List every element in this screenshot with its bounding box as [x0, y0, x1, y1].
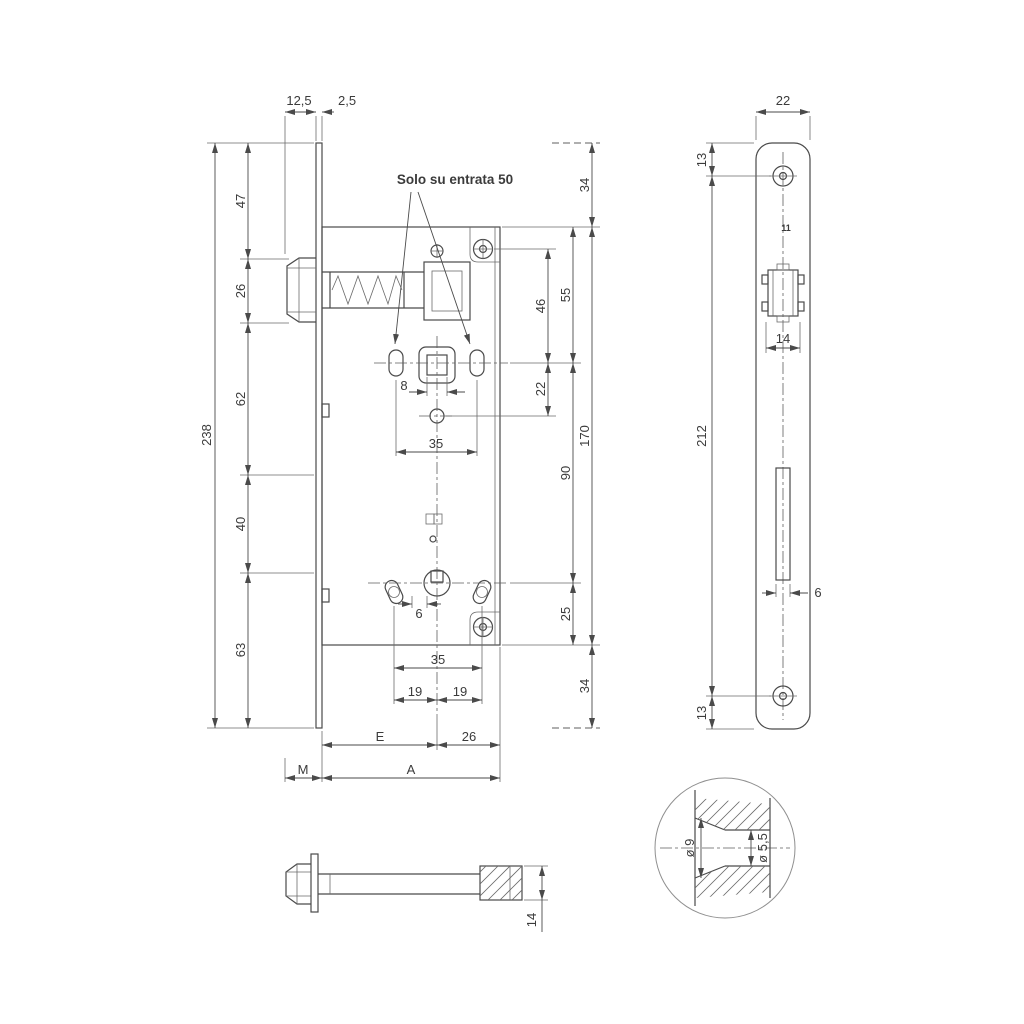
- dim-35-bottom-label: 35: [431, 652, 445, 667]
- dims-bottom: E 26 M A: [284, 647, 501, 782]
- dim-46-label: 46: [533, 299, 548, 313]
- mid-details: [425, 513, 443, 543]
- dims-left: 47 26 62 40 63 238: [199, 142, 314, 729]
- dim-6-strike-label: 6: [814, 585, 821, 600]
- dim-22-label: 22: [533, 382, 548, 396]
- dim-22-strike-label: 22: [776, 93, 790, 108]
- dim-238-label: 238: [199, 424, 214, 446]
- dim-25-label: 25: [558, 607, 573, 621]
- lock-body: [321, 226, 501, 646]
- latch-side-view: 14: [285, 853, 548, 932]
- dim-34-bottom-label: 34: [577, 679, 592, 693]
- dim-8-label: 8: [400, 378, 407, 393]
- latch-spring: [331, 274, 403, 306]
- dim-55-label: 55: [558, 288, 573, 302]
- latch-head-profile: [285, 863, 311, 905]
- latch-bolt-head: [286, 257, 316, 323]
- dim-2-5-label: 2,5: [338, 93, 356, 108]
- dim-14-side-label: 14: [524, 913, 539, 927]
- dims-inner: 8 35 6 35 19 19: [393, 377, 483, 704]
- hatch-upper: [695, 798, 770, 830]
- dim-13-top-label: 13: [694, 153, 709, 167]
- corner-tab-bottom: [469, 611, 500, 645]
- dim-d5-5-label: ø 5,5: [755, 833, 770, 863]
- dim-62-label: 62: [233, 392, 248, 406]
- dim-34-top-label: 34: [577, 178, 592, 192]
- lock-body-outline: [321, 226, 501, 646]
- latch-tail-bar: [318, 873, 480, 895]
- dim-47-label: 47: [233, 194, 248, 208]
- dim-19-right-label: 19: [453, 684, 467, 699]
- dim-26-bottom-label: 26: [462, 729, 476, 744]
- dim-6-label: 6: [415, 606, 422, 621]
- strike-plate-view: 11 14 6 22 13 212 13: [694, 93, 822, 730]
- dim-A-label: A: [407, 762, 416, 777]
- detail-bubble: [654, 777, 796, 919]
- strike-latch-opening: [761, 263, 805, 323]
- dim-90-label: 90: [558, 466, 573, 480]
- screw-slot-bottom-right: [472, 579, 492, 605]
- note-entrata-label: Solo su entrata 50: [397, 172, 513, 187]
- dim-212-label: 212: [694, 425, 709, 447]
- dim-26-left-label: 26: [233, 284, 248, 298]
- follower-block: [423, 261, 471, 321]
- leader-left: [393, 191, 412, 345]
- dims-top: 12,5 2,5: [284, 93, 356, 254]
- annotation-entrata: Solo su entrata 50: [393, 172, 513, 345]
- latch-block-hatch: [480, 866, 522, 900]
- leader-right: [417, 191, 471, 345]
- strike-plate-outline: [755, 142, 811, 730]
- cylinder-hole-area: [384, 569, 492, 605]
- faceplate-outline: [315, 142, 323, 729]
- latch-guide: [322, 271, 424, 309]
- hatch-lower: [695, 866, 770, 898]
- faceplate-tab-lower: [321, 588, 330, 603]
- dim-40-label: 40: [233, 517, 248, 531]
- strike-marking-label: 11: [781, 223, 791, 233]
- faceplate-tab-upper: [321, 403, 330, 418]
- dim-13-bottom-label: 13: [694, 706, 709, 720]
- latch-tail-block: [479, 865, 523, 901]
- dim-d9-label: ø 9: [682, 839, 697, 858]
- dim-M-label: M: [298, 762, 309, 777]
- latch-bolt-assembly: [286, 257, 471, 323]
- center-lines: [368, 336, 508, 714]
- dim-35-mid-label: 35: [429, 436, 443, 451]
- strike-deadbolt-slot: [775, 467, 791, 581]
- dim-170-label: 170: [577, 425, 592, 447]
- dim-14-strike-label: 14: [776, 331, 790, 346]
- screw-slot-bottom-left: [384, 579, 404, 605]
- dim-63-label: 63: [233, 643, 248, 657]
- dim-12-5-label: 12,5: [286, 93, 311, 108]
- main-view: Solo su entrata 50 12,5 2,5 47 26 62 40 …: [199, 93, 600, 782]
- dim-E-label: E: [376, 729, 385, 744]
- dim-19-left-label: 19: [408, 684, 422, 699]
- corner-tab-top: [469, 227, 500, 263]
- countersink-detail: ø 9 ø 5,5: [654, 777, 796, 919]
- faceplate-section: [310, 853, 319, 913]
- dims-right: 46 22 55 90 25 34 170 34: [446, 142, 600, 729]
